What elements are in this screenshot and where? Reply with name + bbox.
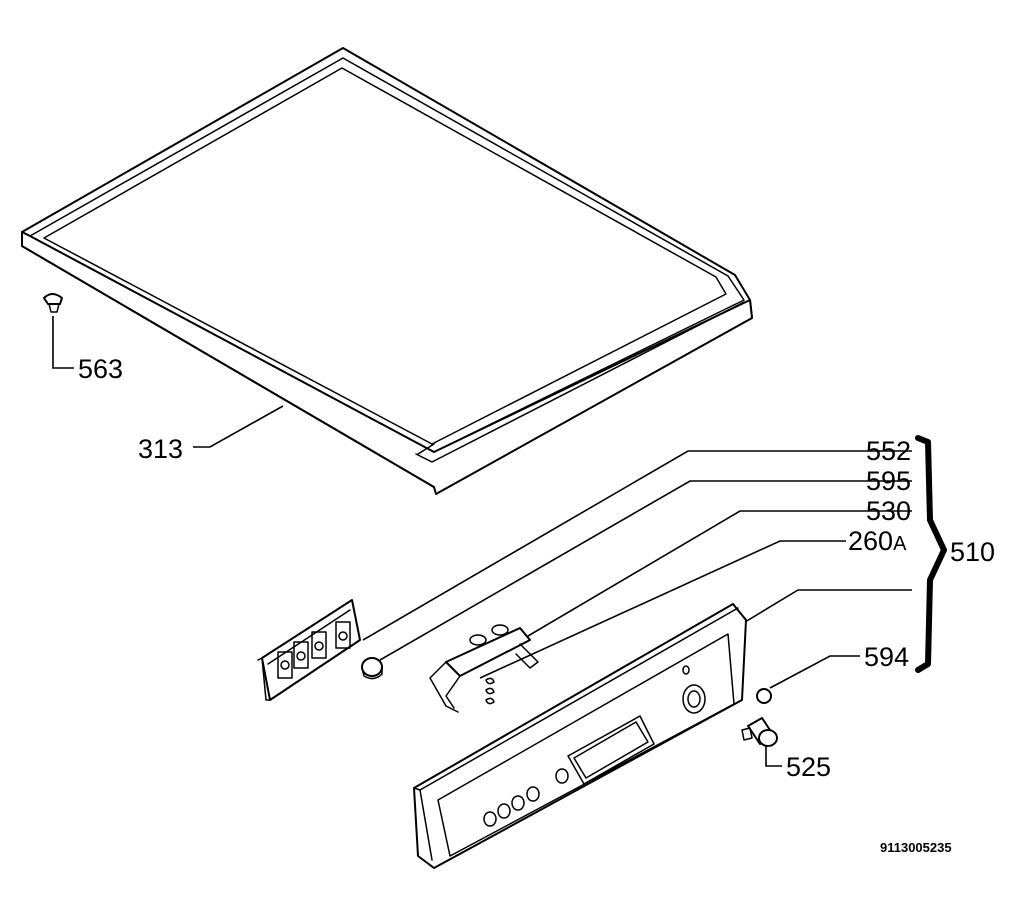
- label-260a-number: 260: [848, 526, 893, 556]
- label-260a-suffix: A: [893, 533, 907, 555]
- knob-part: [741, 717, 778, 747]
- label-552: 552: [866, 436, 911, 466]
- control-panel: [413, 603, 747, 869]
- worktop-lid: [21, 47, 753, 495]
- ring-part: [756, 688, 772, 704]
- leader-lines: [52, 316, 912, 767]
- label-525: 525: [786, 752, 831, 782]
- switch-module: [257, 599, 361, 701]
- document-number: 9113005235: [880, 840, 952, 855]
- lever-assembly: [429, 624, 539, 713]
- label-595: 595: [866, 466, 911, 496]
- label-260a: 260A: [848, 526, 907, 556]
- label-594: 594: [864, 642, 909, 672]
- cap-part: [361, 657, 383, 680]
- label-510: 510: [950, 537, 995, 567]
- label-563: 563: [78, 354, 123, 384]
- plug-part: [43, 293, 63, 313]
- assembly-brace: [915, 435, 947, 673]
- label-530: 530: [866, 496, 911, 526]
- label-313: 313: [138, 434, 183, 464]
